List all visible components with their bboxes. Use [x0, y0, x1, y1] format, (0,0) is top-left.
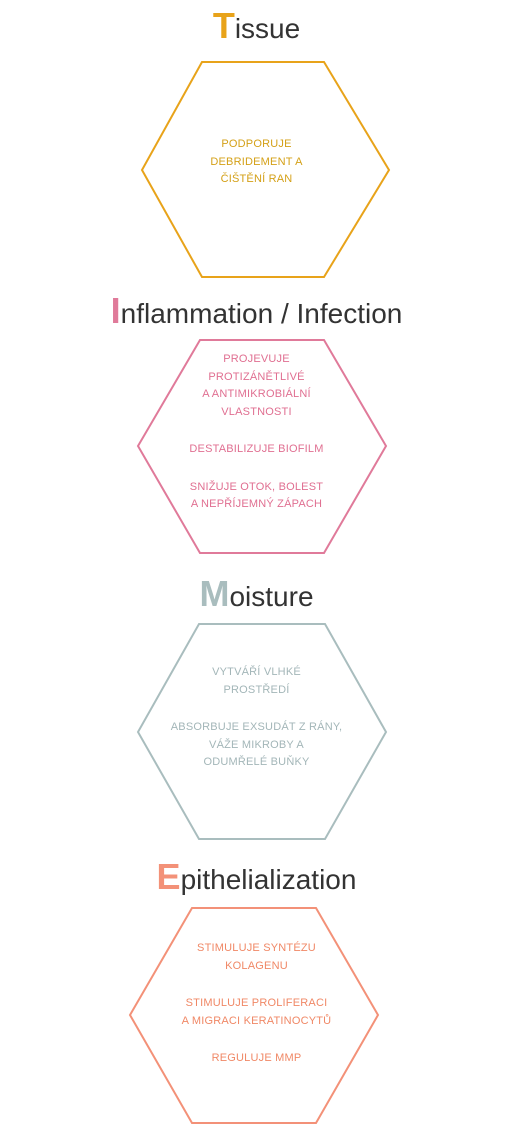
moisture-line: VYTVÁŘÍ VLHKÉ: [212, 666, 301, 678]
tissue-line: DEBRIDEMENT A: [210, 155, 303, 168]
tissue-text: PODPORUJE DEBRIDEMENT A ČIŠTĚNÍ RAN: [0, 136, 513, 189]
inflammation-hexagon: [136, 339, 388, 554]
section-epithelialization: Epithelialization STIMULUJE SYNTÉZU KOLA…: [0, 855, 513, 1146]
inflammation-line: A NEPŘÍJEMNÝ ZÁPACH: [190, 498, 323, 510]
moisture-line: ABSORBUJE EXSUDÁT Z RÁNY,: [170, 721, 343, 733]
inflammation-line: SNIŽUJE OTOK, BOLEST: [189, 480, 324, 493]
epithelialization-line: STIMULUJE PROLIFERACI: [185, 997, 328, 1009]
tissue-heading-rest: issue: [234, 13, 301, 44]
inflammation-heading: Inflammation / Infection: [0, 293, 513, 329]
moisture-initial: M: [199, 573, 230, 614]
epithelialization-heading-rest: pithelialization: [180, 864, 357, 895]
inflammation-line: VLASTNOSTI: [221, 405, 292, 418]
epithelialization-line: KOLAGENU: [225, 959, 288, 972]
moisture-hexagon: [136, 623, 388, 840]
section-moisture: Moisture VYTVÁŘÍ VLHKÉ PROSTŘEDÍ ABSORBU…: [0, 570, 513, 855]
tissue-heading: Tissue: [0, 8, 513, 44]
epithelialization-line: STIMULUJE SYNTÉZU: [197, 942, 316, 954]
inflammation-initial: I: [110, 290, 121, 331]
moisture-line: VÁŽE MIKROBY A: [209, 738, 304, 751]
section-inflammation: Inflammation / Infection PROJEVUJE PROTI…: [0, 285, 513, 570]
inflammation-line: PROTIZÁNĚTLIVÉ: [208, 370, 305, 383]
moisture-line: ODUMŘELÉ BUŇKY: [203, 756, 310, 768]
moisture-heading-rest: oisture: [229, 581, 314, 612]
moisture-heading: Moisture: [0, 576, 513, 612]
inflammation-heading-rest: nflammation / Infection: [120, 298, 403, 329]
epithelialization-hexagon: [128, 907, 380, 1124]
epithelialization-initial: E: [156, 856, 181, 897]
section-tissue: Tissue PODPORUJE DEBRIDEMENT A ČIŠTĚNÍ R…: [0, 0, 513, 285]
epithelialization-line: A MIGRACI KERATINOCYTŮ: [181, 1014, 332, 1027]
inflammation-line: A ANTIMIKROBIÁLNÍ: [202, 388, 311, 400]
tissue-hexagon: [140, 61, 391, 278]
tissue-initial: T: [212, 5, 235, 46]
epithelialization-line: REGULUJE MMP: [211, 1052, 302, 1064]
epithelialization-heading: Epithelialization: [0, 859, 513, 895]
inflammation-text: PROJEVUJE PROTIZÁNĚTLIVÉ A ANTIMIKROBIÁL…: [0, 351, 513, 514]
inflammation-line: DESTABILIZUJE BIOFILM: [189, 443, 324, 455]
tissue-line: PODPORUJE: [221, 138, 292, 150]
moisture-line: PROSTŘEDÍ: [223, 683, 290, 696]
inflammation-line: PROJEVUJE: [223, 353, 290, 365]
tissue-line: ČIŠTĚNÍ RAN: [220, 173, 293, 185]
epithelialization-text: STIMULUJE SYNTÉZU KOLAGENU STIMULUJE PRO…: [0, 940, 513, 1068]
moisture-text: VYTVÁŘÍ VLHKÉ PROSTŘEDÍ ABSORBUJE EXSUDÁ…: [0, 664, 513, 772]
